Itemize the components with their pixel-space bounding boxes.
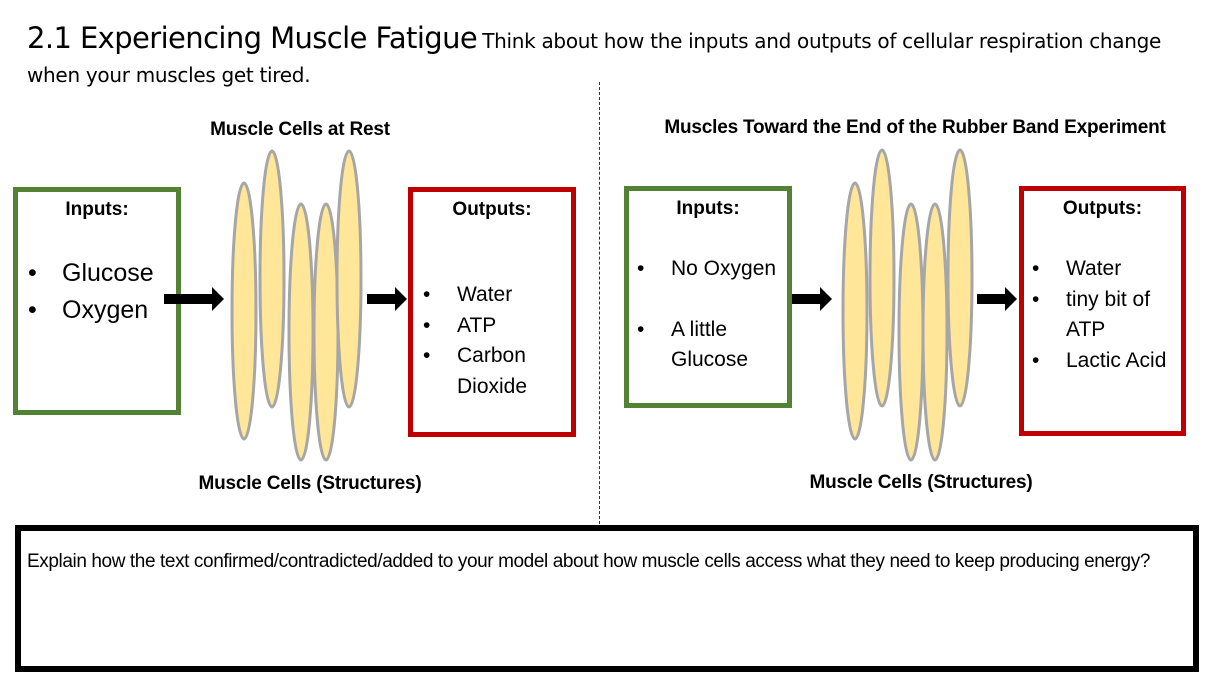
inputs-title: Inputs: bbox=[65, 199, 129, 220]
muscle-cell bbox=[335, 149, 363, 409]
inputs-title: Inputs: bbox=[676, 198, 740, 219]
muscle-cells-diagram bbox=[841, 148, 974, 462]
outputs-title: Outputs: bbox=[1062, 198, 1143, 219]
question-prompt: Explain how the text confirmed/contradic… bbox=[27, 551, 1150, 572]
title-main: 2.1 Experiencing Muscle Fatigue bbox=[27, 21, 478, 55]
output-item: Water bbox=[1032, 254, 1182, 285]
outputs-list: Water tiny bit of ATP Lactic Acid bbox=[1032, 254, 1182, 376]
outputs-box: Outputs: Water tiny bit of ATP Lactic Ac… bbox=[1019, 186, 1186, 436]
muscle-cell bbox=[868, 148, 896, 408]
arrow-right-icon bbox=[164, 287, 224, 311]
inputs-list: No Oxygen A little Glucose bbox=[637, 254, 787, 376]
muscle-cell bbox=[897, 202, 925, 462]
outputs-list: Water ATP Carbon Dioxide bbox=[423, 280, 563, 402]
cells-label: Muscle Cells (Structures) bbox=[198, 473, 422, 494]
arrow-right-icon bbox=[367, 287, 407, 311]
muscle-cell bbox=[287, 202, 315, 462]
muscle-cell bbox=[841, 181, 869, 441]
output-item: Water bbox=[423, 280, 563, 311]
cells-label: Muscle Cells (Structures) bbox=[809, 472, 1033, 493]
panel-heading: Muscle Cells at Rest bbox=[210, 119, 390, 140]
arrow-right-icon bbox=[792, 287, 832, 311]
muscle-cell bbox=[258, 149, 286, 409]
input-item: Glucose bbox=[28, 255, 154, 292]
muscle-cell bbox=[312, 202, 340, 462]
output-item: Carbon Dioxide bbox=[423, 341, 547, 402]
answer-box[interactable]: Explain how the text confirmed/contradic… bbox=[15, 525, 1199, 672]
output-item: tiny bit of ATP bbox=[1032, 285, 1171, 346]
title-subtitle: Think about how the inputs and outputs o… bbox=[27, 29, 1162, 87]
outputs-box: Outputs: Water ATP Carbon Dioxide bbox=[408, 187, 576, 437]
input-item: A little Glucose bbox=[637, 315, 761, 376]
inputs-box: Inputs: No Oxygen A little Glucose bbox=[624, 186, 792, 408]
inputs-box: Inputs: Glucose Oxygen bbox=[13, 187, 181, 415]
inputs-list: Glucose Oxygen bbox=[28, 255, 154, 329]
panel-divider bbox=[599, 82, 600, 524]
output-item: ATP bbox=[423, 311, 563, 342]
outputs-title: Outputs: bbox=[452, 199, 532, 220]
muscle-cell bbox=[921, 202, 949, 462]
muscle-cell bbox=[946, 148, 974, 408]
input-item: No Oxygen bbox=[637, 254, 787, 285]
panel-heading: Muscles Toward the End of the Rubber Ban… bbox=[664, 117, 1166, 138]
arrow-right-icon bbox=[977, 287, 1017, 311]
output-item: Lactic Acid bbox=[1032, 346, 1182, 377]
muscle-cell bbox=[230, 181, 258, 441]
slide-title: 2.1 Experiencing Muscle Fatigue Think ab… bbox=[27, 22, 1207, 93]
input-item: Oxygen bbox=[28, 292, 154, 329]
muscle-cells-diagram bbox=[230, 149, 363, 462]
